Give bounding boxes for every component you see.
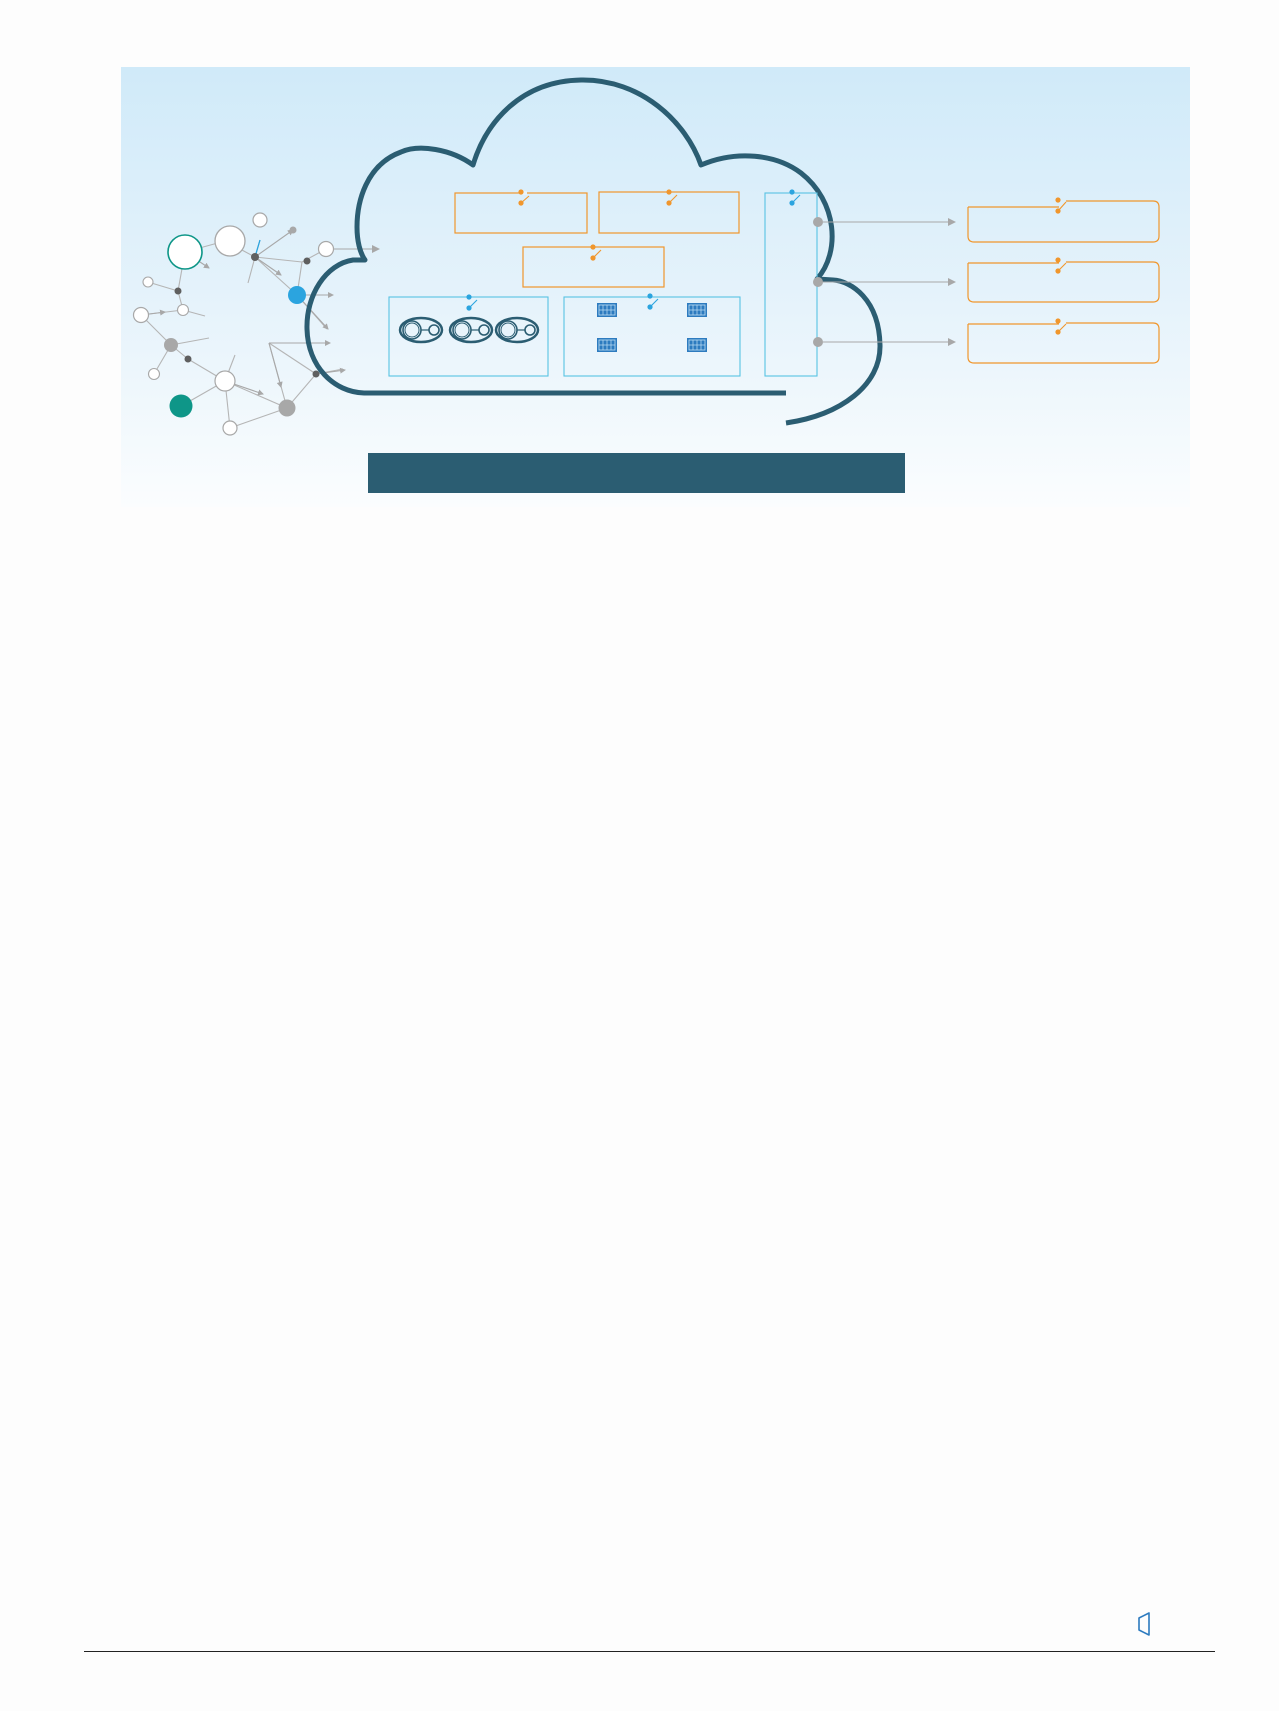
orange-box-1 xyxy=(454,189,588,234)
output-arrows xyxy=(823,218,956,346)
chip-icon xyxy=(686,302,708,318)
industrial-robot-icon xyxy=(448,316,494,344)
chip-icon xyxy=(596,302,618,318)
output-box-1 xyxy=(967,197,1160,243)
platform-banner xyxy=(368,453,905,493)
architecture-diagram xyxy=(121,67,1190,507)
output-box-2 xyxy=(967,257,1160,303)
network-graph xyxy=(132,212,380,436)
orange-box-3 xyxy=(522,244,665,288)
industrial-robot-icon xyxy=(494,316,540,344)
diagram-canvas xyxy=(132,77,1160,436)
orange-box-2 xyxy=(598,189,740,234)
output-box-3 xyxy=(967,318,1160,364)
chips-panel xyxy=(563,293,741,377)
page-mark-icon xyxy=(1138,1612,1150,1636)
robots-panel xyxy=(388,294,549,377)
cloud-outline xyxy=(304,77,883,426)
industrial-robot-icon xyxy=(398,316,444,344)
output-gateway-panel xyxy=(764,189,823,377)
chip-icon xyxy=(596,337,618,353)
footer-divider xyxy=(84,1651,1215,1652)
chip-icon xyxy=(686,337,708,353)
